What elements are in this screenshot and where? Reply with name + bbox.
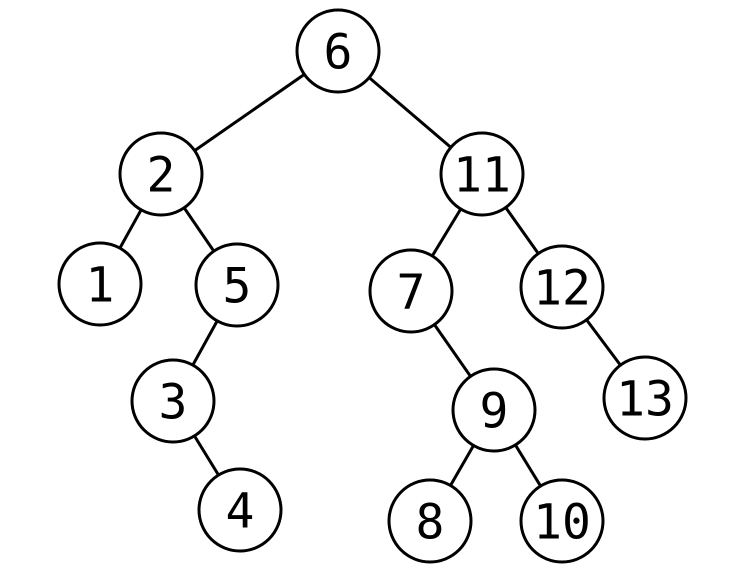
tree-node-circle-1 (57, 241, 143, 327)
tree-node-1: 1 (57, 241, 143, 327)
tree-node-circle-3 (130, 358, 216, 444)
tree-node-circle-2 (118, 131, 204, 217)
tree-node-circle-10 (519, 478, 605, 564)
tree-node-circle-11 (439, 131, 525, 217)
tree-node-5: 5 (194, 242, 280, 328)
tree-node-label-9: 9 (480, 383, 509, 439)
tree-node-label-2: 2 (147, 147, 176, 203)
tree-node-label-5: 5 (223, 258, 252, 314)
tree-node-circle-12 (519, 244, 605, 330)
tree-node-label-11: 11 (453, 147, 511, 203)
tree-node-circle-4 (197, 467, 283, 553)
tree-node-label-12: 12 (533, 260, 591, 316)
tree-node-circle-7 (368, 248, 454, 334)
tree-node-label-10: 10 (533, 494, 591, 550)
tree-node-9: 9 (451, 367, 537, 453)
tree-node-13: 13 (602, 355, 688, 441)
tree-node-label-1: 1 (86, 257, 115, 313)
tree-node-circle-6 (295, 8, 381, 94)
tree-node-circle-13 (602, 355, 688, 441)
tree-node-12: 12 (519, 244, 605, 330)
tree-node-2: 2 (118, 131, 204, 217)
tree-node-label-8: 8 (416, 494, 445, 550)
tree-node-circle-9 (451, 367, 537, 453)
tree-node-7: 7 (368, 248, 454, 334)
tree-node-4: 4 (197, 467, 283, 553)
tree-node-label-4: 4 (226, 483, 255, 539)
tree-node-label-13: 13 (616, 371, 674, 427)
tree-node-8: 8 (387, 478, 473, 564)
tree-node-11: 11 (439, 131, 525, 217)
tree-node-circle-5 (194, 242, 280, 328)
tree-node-10: 10 (519, 478, 605, 564)
tree-node-6: 6 (295, 8, 381, 94)
tree-node-3: 3 (130, 358, 216, 444)
tree-node-label-7: 7 (397, 264, 426, 320)
tree-node-label-6: 6 (324, 24, 353, 80)
tree-node-circle-8 (387, 478, 473, 564)
tree-node-label-3: 3 (159, 374, 188, 430)
